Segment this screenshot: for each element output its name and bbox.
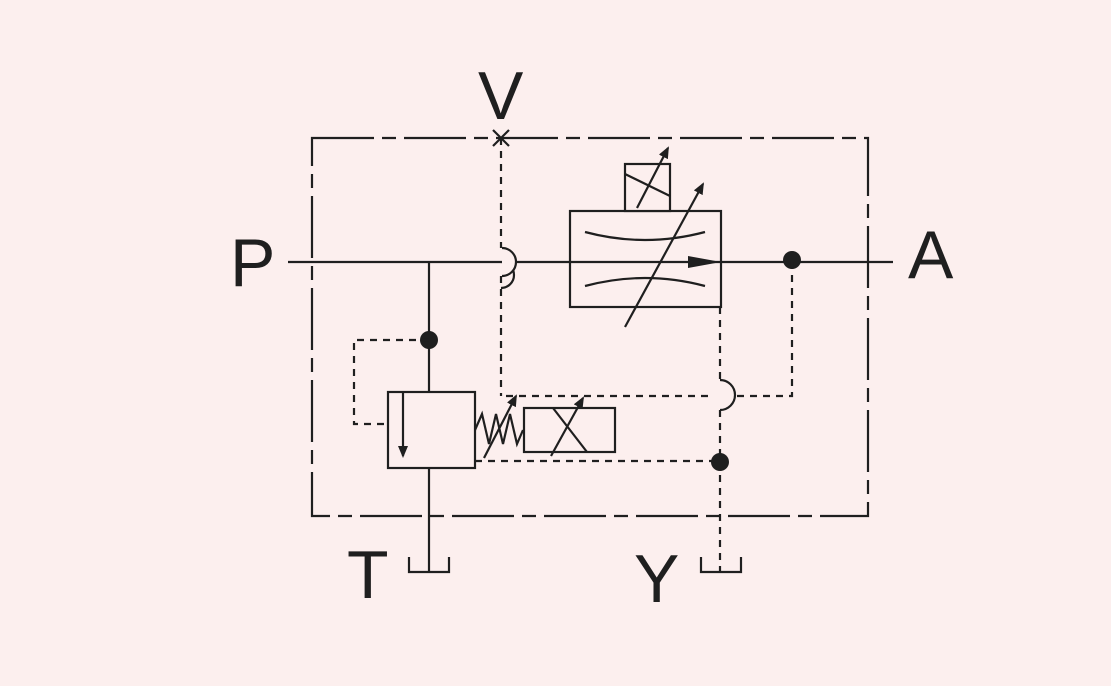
junction-dot-a	[783, 251, 801, 269]
throttle-curve-bottom	[584, 276, 706, 288]
pressure-compensator-body	[386, 390, 477, 470]
compensator-solenoid-arrow-icon	[550, 396, 584, 457]
port-label-p: P	[230, 225, 275, 301]
pilot-line-compensator-left	[352, 338, 429, 426]
spring-adjustable-arrow-icon	[483, 394, 517, 459]
pilot-line-a	[735, 262, 794, 398]
line-hop-v-arc	[501, 246, 518, 278]
port-label-y: Y	[634, 541, 679, 617]
tank-symbol-t	[407, 557, 451, 574]
port-label-a: A	[908, 217, 954, 293]
valve-block-envelope	[310, 136, 870, 518]
line-hop-drain-arc	[719, 378, 737, 412]
throttle-solenoid-diagonal	[624, 173, 671, 197]
compensator-solenoid-diagonal-1	[552, 407, 588, 453]
port-label-v: V	[478, 58, 524, 134]
port-label-t: T	[347, 537, 389, 613]
throttle-curve-top	[584, 230, 706, 242]
line-hop-v	[502, 248, 516, 276]
junction-dot-drain	[711, 453, 729, 471]
throttle-solenoid-arrow-icon	[636, 146, 669, 209]
tank-symbol-y	[699, 557, 743, 574]
v-port-cross-icon	[492, 129, 510, 147]
flow-direction-arrow-icon	[688, 256, 721, 268]
throttle-adjustable-arrow-icon	[624, 182, 704, 328]
throttle-solenoid	[623, 162, 672, 213]
